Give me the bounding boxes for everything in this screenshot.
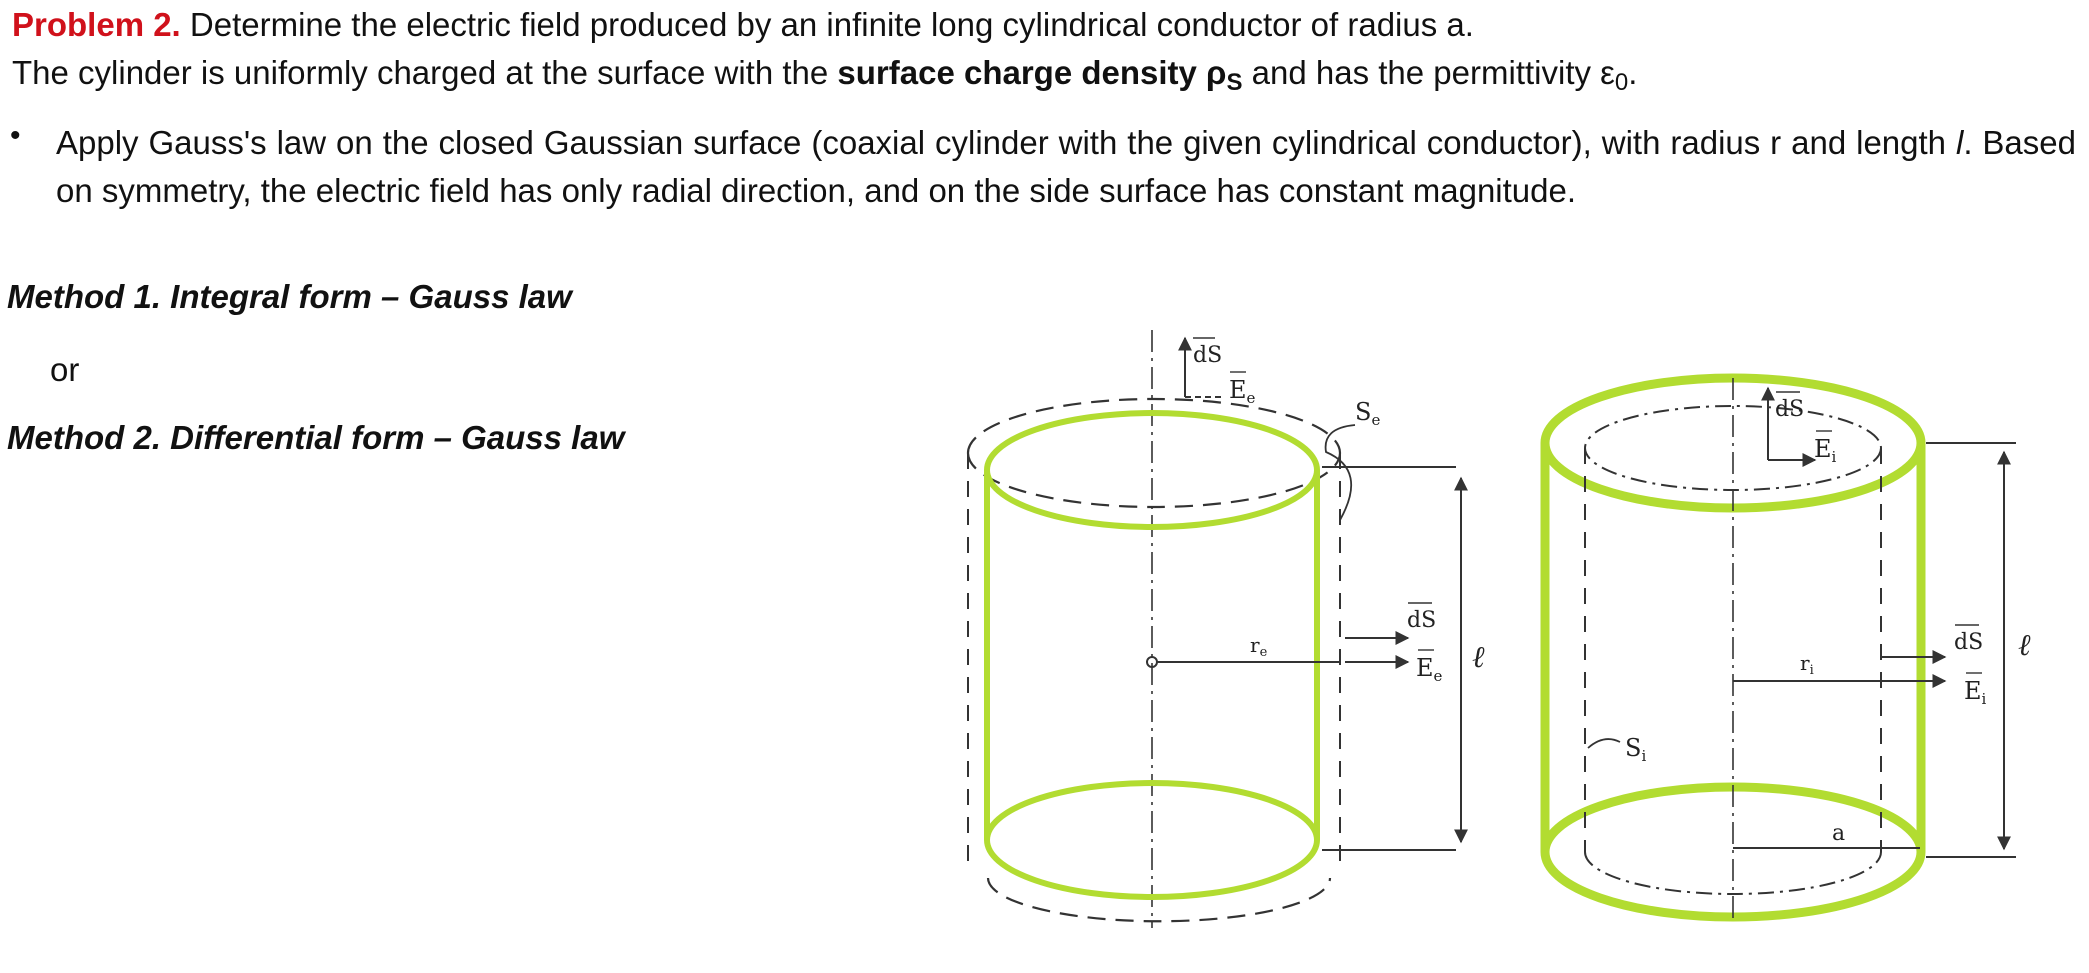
rho-subscript: S: [1226, 69, 1243, 96]
method-1-heading: Method 1. Integral form – Gauss law: [7, 278, 572, 315]
gauss-law-paragraph: Apply Gauss's law on the closed Gaussian…: [56, 119, 2076, 215]
problem-text-2: The cylinder is uniformly charged at the…: [12, 54, 838, 91]
bullet-marker: •: [10, 119, 21, 152]
e-int-label-top: Ei: [1814, 435, 1837, 466]
e-int-label-side: Ei: [1964, 677, 1987, 708]
ds-label-side-internal: dS: [1954, 630, 1983, 655]
external-surface-bottom-front: [986, 877, 1332, 923]
s-int-label: Si: [1625, 734, 1646, 765]
problem-statement-line-2: The cylinder is uniformly charged at the…: [12, 50, 1637, 96]
problem-statement-line-1: Problem 2. Determine the electric field …: [12, 2, 1474, 48]
problem-text-1: Determine the electric field produced by…: [180, 6, 1474, 43]
r-int-label: ri: [1800, 651, 1814, 678]
external-surface-top-front: [966, 452, 1342, 509]
surface-charge-density-term: surface charge density ρS: [837, 54, 1242, 95]
length-label-external: ℓ: [1472, 640, 1485, 675]
internal-surface-bottom: [1584, 851, 1882, 895]
external-gaussian-cylinder: dS Ee Se re dS Ee ℓ: [966, 330, 1485, 928]
r-ext-label: re: [1250, 633, 1268, 660]
s-int-leader: [1587, 738, 1621, 749]
a-label: a: [1832, 821, 1845, 846]
s-ext-leader: [1324, 424, 1356, 521]
ds-label-side-external: dS: [1407, 608, 1436, 633]
e-ext-label-top: Ee: [1229, 376, 1256, 407]
problem-label: Problem 2.: [12, 6, 181, 43]
permittivity-text: and has the permittivity ε: [1242, 54, 1615, 91]
paragraph-text-start: Apply Gauss's law on the closed Gaussian…: [56, 124, 1956, 161]
internal-gaussian-cylinder: dS Ei Si ri dS Ei a ℓ: [1540, 373, 2031, 922]
method-2-heading: Method 2. Differential form – Gauss law: [7, 419, 625, 456]
paragraph-text-end: . Based on symmetry, the electric field …: [56, 124, 2076, 209]
ds-label-top-external: dS: [1193, 343, 1222, 368]
e-ext-label-side: Ee: [1416, 654, 1443, 685]
period: .: [1628, 54, 1638, 91]
or-text: or: [50, 351, 80, 388]
length-label-internal: ℓ: [2018, 628, 2031, 663]
external-conductor-bottom: [984, 780, 1320, 900]
s-ext-label: Se: [1355, 398, 1380, 429]
surface-charge-density-label: surface charge density ρ: [837, 54, 1227, 91]
external-surface-top-back: [966, 397, 1342, 454]
ds-label-top-internal: dS: [1775, 397, 1804, 422]
epsilon-subscript: 0: [1614, 69, 1629, 96]
length-symbol: l: [1955, 124, 1964, 161]
